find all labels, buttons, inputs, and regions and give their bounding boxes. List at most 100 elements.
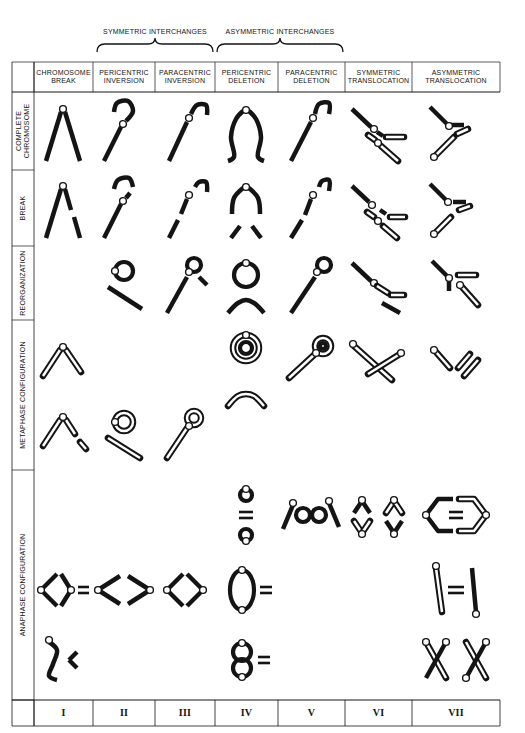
chromosome-arm [258,656,270,659]
chromosome-arm [380,210,386,214]
chromatid-core [459,515,486,531]
chromosome-figure [164,574,207,606]
chromosome-figure [352,109,404,161]
centromere [95,587,102,594]
centromere [239,674,246,681]
centromere [350,341,357,348]
chromosome-arm [466,642,486,678]
row-label: METAPHASE CONFIGURATION [12,323,34,467]
chromatid-core [390,216,405,219]
centromere [446,275,453,282]
chromosome-figure [167,258,207,313]
grid-line [500,700,501,726]
chromosome-figure [423,499,490,531]
centromere [243,486,250,493]
chromosome-figure [46,637,77,680]
chromatid-outline [458,354,470,368]
chromosome-arm [453,200,466,205]
chromosome-figure [108,413,140,458]
chromosome-figure [228,107,264,161]
chromosome-arm [260,586,272,589]
chromatid-core [459,206,470,210]
centromere [431,347,438,354]
chromatid-core [66,350,81,372]
chromosome-arm [104,204,121,238]
chromosome-arm [329,503,339,527]
chromosome-figure [291,179,330,238]
chromosome-figure [233,332,259,361]
chromosome-arm [74,217,80,238]
chromatid-outline [80,442,86,449]
chromosome-arm [319,179,330,191]
grid-line [412,62,413,92]
grid-line [500,62,501,92]
chromatid-outline [386,134,404,141]
centromere [375,218,382,225]
chromatid-core [289,354,315,378]
grid-line [12,320,34,321]
chromosome-arm [181,199,187,214]
centromere [326,498,333,505]
centromere [371,126,378,133]
column-heading: PARACENTRIC INVERSION [157,63,213,91]
chromatid-core [377,286,388,293]
chromatid-outline [436,137,454,155]
chromatid-core [436,568,442,612]
grid-line [215,62,216,92]
chromatid-outline [368,354,400,374]
chromatid-core [43,420,60,446]
table-grid [12,62,500,726]
chromosome-arm [46,112,61,161]
chromosome-figure [352,263,404,313]
grid-line [93,62,94,92]
chromosome-arm [305,199,311,215]
centromere [483,512,490,519]
centromere [243,260,250,267]
centromere [60,106,67,113]
brace [217,38,343,52]
centromere [423,639,430,646]
centromere [443,639,450,646]
chromosome-arm [65,112,80,161]
chromatid-outline [383,226,397,238]
column-number: VI [347,702,410,724]
chromatid-outline [462,287,478,305]
chromatid-outline [466,642,486,678]
ring-chromosome [230,570,254,610]
centromere [457,282,464,289]
centromere [147,587,154,594]
centromere [463,675,470,682]
chromosome-arm [195,181,207,192]
grid-line [12,470,34,471]
chromosome-arm [78,592,89,595]
chromatid-outline [167,428,187,458]
chromosome-figure [430,107,468,160]
chromatid-outline [436,568,442,612]
centromere [112,419,119,426]
centromere [239,567,246,574]
chromosome-arm [426,515,453,531]
chromosome-arm [377,132,383,136]
chromosome-arm [46,189,61,238]
chromosome-figure [38,574,89,606]
centromere [46,637,53,644]
chromatid-outline [457,129,468,134]
chromatid-outline [391,292,404,299]
chromosome-figure [46,106,80,161]
row-label: ANAPHASE CONFIGURATION [12,473,34,697]
chromatid-outline [108,438,140,458]
chromosome-figure [169,104,207,161]
centromere [243,107,250,114]
chromosome-figure [423,639,490,682]
chromosome-arm [426,642,446,678]
column-heading: CHROMOSOME BREAK [36,63,91,91]
grid-line [12,700,34,701]
centromere [112,268,119,275]
chromatid-core [466,642,486,678]
row-label: REORGANIZATION [12,249,34,317]
chromosome-figure [230,567,272,614]
chromosome-arm [291,220,302,238]
grid-line [34,62,35,726]
grid-line [12,92,500,93]
chromatid-outline [458,272,476,279]
